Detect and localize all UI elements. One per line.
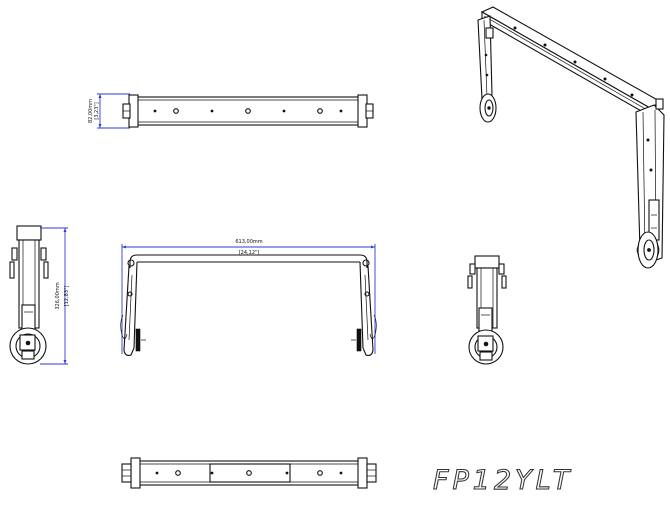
side-view-left xyxy=(9,225,49,365)
depth-in-label: [3,23"] xyxy=(94,102,100,119)
height-in-label: [12,83"] xyxy=(64,286,70,307)
depth-dimension: 82,00mm [3,23"] xyxy=(88,93,130,129)
height-dimension: 326,00mm [12,83"] xyxy=(40,227,70,365)
isometric-view xyxy=(477,6,665,269)
front-view xyxy=(120,254,377,356)
width-dimension: 613,00mm [24,12"] xyxy=(121,239,376,354)
bottom-view xyxy=(121,457,377,489)
width-in-label: [24,12"] xyxy=(239,250,260,256)
side-view-right xyxy=(467,255,507,365)
width-mm-label: 613,00mm xyxy=(235,239,262,245)
height-mm-label: 326,00mm xyxy=(55,282,61,309)
depth-mm-label: 82,00mm xyxy=(88,99,94,123)
top-view xyxy=(122,94,374,128)
product-name: FP12YLT xyxy=(433,465,573,496)
